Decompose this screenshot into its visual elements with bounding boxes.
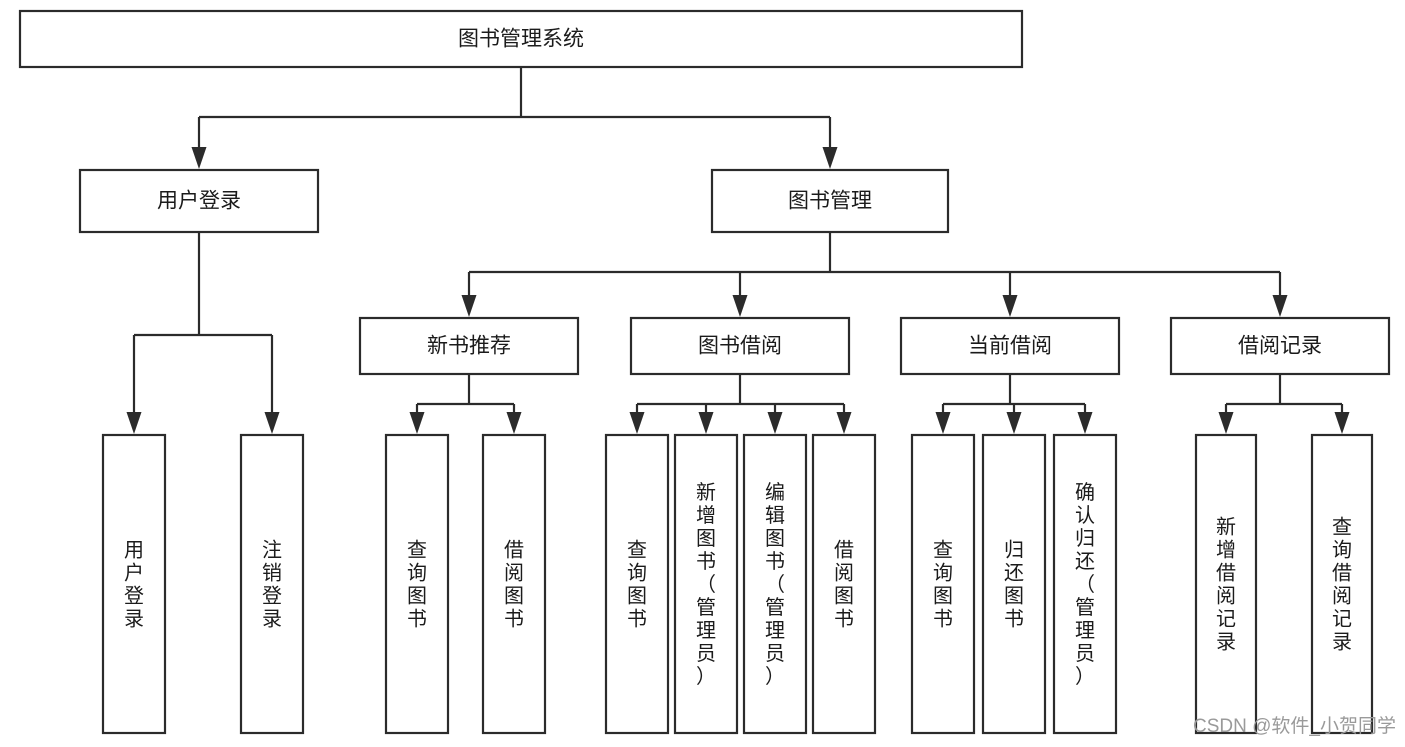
node-box[interactable] [604, 433, 670, 735]
arrow-head [698, 412, 714, 434]
node-leaf-query-book-rec[interactable]: 查询图书 [384, 433, 450, 735]
node-box[interactable] [1310, 433, 1374, 735]
node-leaf-confirm-return-admin[interactable]: 确认归还（管理员） [1052, 433, 1118, 735]
node-label: 编辑图书（管理员） [765, 481, 785, 688]
node-box[interactable] [78, 168, 320, 234]
arrow-head [822, 147, 838, 169]
node-box[interactable] [629, 316, 851, 376]
node-layer: 图书管理系统用户登录图书管理新书推荐图书借阅当前借阅借阅记录用户登录注销登录查询… [18, 9, 1391, 735]
arrow-head [264, 412, 280, 434]
connector-layer [126, 67, 1350, 434]
arrow-head [506, 412, 522, 434]
node-current-borrow[interactable]: 当前借阅 [899, 316, 1121, 376]
node-label: 查询图书 [407, 539, 427, 631]
node-label: 借阅图书 [504, 539, 524, 631]
node-box[interactable] [1169, 316, 1391, 376]
node-label: 当前借阅 [968, 335, 1052, 358]
node-box[interactable] [358, 316, 580, 376]
arrow-head [191, 147, 207, 169]
node-leaf-query-book-borrow[interactable]: 查询图书 [604, 433, 670, 735]
connector-book-borrow [629, 374, 852, 434]
arrow-head [836, 412, 852, 434]
arrow-head [629, 412, 645, 434]
node-box[interactable] [710, 168, 950, 234]
node-label: 用户登录 [157, 190, 241, 213]
node-leaf-user-logout[interactable]: 注销登录 [239, 433, 305, 735]
node-leaf-edit-book-admin[interactable]: 编辑图书（管理员） [742, 433, 808, 735]
arrow-head [409, 412, 425, 434]
connector-current-borrow [935, 374, 1093, 434]
node-box[interactable] [1194, 433, 1258, 735]
node-box[interactable] [742, 433, 808, 735]
node-leaf-borrow-book[interactable]: 借阅图书 [811, 433, 877, 735]
node-box[interactable] [1052, 433, 1118, 735]
node-label: 归还图书 [1004, 539, 1024, 631]
connector-book-manage [461, 232, 1288, 317]
node-label: 图书借阅 [698, 335, 782, 358]
node-box[interactable] [811, 433, 877, 735]
arrow-head [1002, 295, 1018, 317]
node-label: 用户登录 [124, 540, 144, 631]
node-label: 确认归还（管理员） [1075, 481, 1095, 688]
node-label: 图书管理系统 [458, 28, 584, 51]
node-label: 查询借阅记录 [1332, 516, 1352, 654]
arrow-head [1006, 412, 1022, 434]
node-box[interactable] [673, 433, 739, 735]
arrow-head [1334, 412, 1350, 434]
node-box[interactable] [239, 433, 305, 735]
connector-user-login [126, 232, 280, 434]
node-label: 借阅图书 [834, 539, 854, 631]
node-borrow-record[interactable]: 借阅记录 [1169, 316, 1391, 376]
node-box[interactable] [101, 433, 167, 735]
node-label: 新增图书（管理员） [696, 481, 716, 688]
node-box[interactable] [981, 433, 1047, 735]
node-leaf-user-login[interactable]: 用户登录 [101, 433, 167, 735]
arrow-head [1272, 295, 1288, 317]
node-book-manage[interactable]: 图书管理 [710, 168, 950, 234]
node-label: 查询图书 [627, 539, 647, 631]
node-leaf-query-book-cur[interactable]: 查询图书 [910, 433, 976, 735]
node-user-login[interactable]: 用户登录 [78, 168, 320, 234]
node-box[interactable] [899, 316, 1121, 376]
connector-borrow-record [1218, 374, 1350, 434]
node-leaf-borrow-book-rec[interactable]: 借阅图书 [481, 433, 547, 735]
node-leaf-query-borrow-record[interactable]: 查询借阅记录 [1310, 433, 1374, 735]
node-box[interactable] [18, 9, 1024, 69]
connector-new-book-recommend [409, 374, 522, 434]
node-leaf-return-book[interactable]: 归还图书 [981, 433, 1047, 735]
node-leaf-add-book-admin[interactable]: 新增图书（管理员） [673, 433, 739, 735]
node-label: 注销登录 [262, 539, 282, 631]
arrow-head [461, 295, 477, 317]
arrow-head [935, 412, 951, 434]
connector-root [191, 67, 838, 169]
node-box[interactable] [481, 433, 547, 735]
node-leaf-add-borrow-record[interactable]: 新增借阅记录 [1194, 433, 1258, 735]
arrow-head [767, 412, 783, 434]
node-box[interactable] [910, 433, 976, 735]
node-label: 新增借阅记录 [1216, 516, 1236, 654]
node-root[interactable]: 图书管理系统 [18, 9, 1024, 69]
arrow-head [732, 295, 748, 317]
node-box[interactable] [384, 433, 450, 735]
node-book-borrow[interactable]: 图书借阅 [629, 316, 851, 376]
arrow-head [1218, 412, 1234, 434]
arrow-head [1077, 412, 1093, 434]
node-label: 借阅记录 [1238, 335, 1322, 358]
arrow-head [126, 412, 142, 434]
node-label: 图书管理 [788, 190, 872, 213]
csdn-watermark: CSDN @软件_小贺同学 [1193, 715, 1396, 737]
node-label: 查询图书 [933, 539, 953, 631]
node-new-book-recommend[interactable]: 新书推荐 [358, 316, 580, 376]
node-label: 新书推荐 [427, 335, 511, 358]
